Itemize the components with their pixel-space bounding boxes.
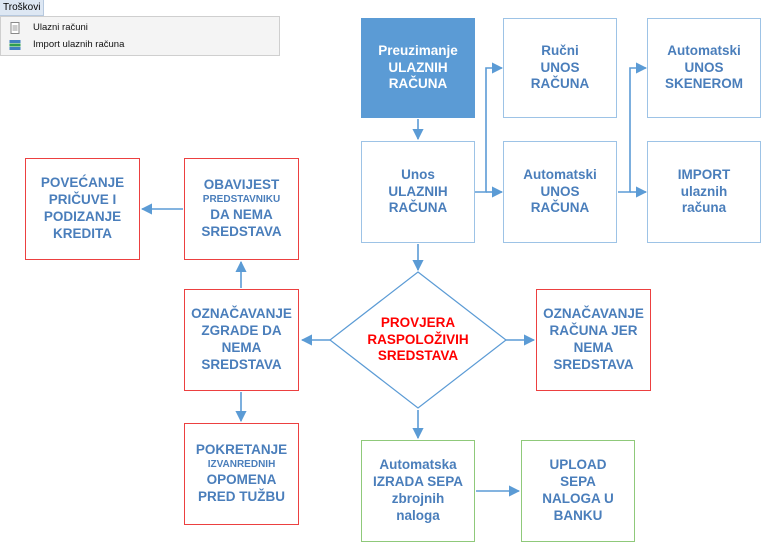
node-automatski-unos-racuna: Automatski UNOS RAČUNA (503, 141, 617, 243)
menu-item-import-ulaznih-racuna[interactable]: Import ulaznih računa (3, 37, 275, 53)
menu-panel: Ulazni računi Import ulaznih računa (0, 16, 280, 56)
import-icon (9, 40, 21, 50)
node-izrada-sepa: Automatska IZRADA SEPA zbrojnih naloga (361, 440, 475, 542)
node-automatski-unos-skenerom: Automatski UNOS SKENEROM (647, 18, 761, 118)
arrow-unos-rucni (474, 62, 504, 193)
menu-item-label: Ulazni računi (33, 22, 88, 33)
decision-diamond (329, 271, 507, 409)
decision-provjera-sredstava: PROVJERA RASPOLOŽIVIH SREDSTAVA (367, 314, 469, 364)
node-pokretanje-opomena: POKRETANJE IZVANREDNIH OPOMENA PRED TUŽB… (184, 423, 299, 525)
obavijest-line-3: DA NEMA SREDSTAVA (201, 206, 282, 239)
obavijest-line-2: PREDSTAVNIKU (202, 194, 281, 206)
pokretanje-line-1: POKRETANJE (195, 442, 288, 458)
pokretanje-line-3: OPOMENA PRED TUŽBU (198, 471, 285, 504)
node-obavijest-predstavniku: OBAVIJEST PREDSTAVNIKU DA NEMA SREDSTAVA (184, 158, 299, 260)
node-upload-sepa: UPLOAD SEPA NALOGA U BANKU (521, 440, 635, 542)
node-rucni-unos-racuna: Ručni UNOS RAČUNA (503, 18, 617, 118)
node-oznacavanje-racuna: OZNAČAVANJE RAČUNA JER NEMA SREDSTAVA (536, 289, 651, 391)
menu-title-troskovi[interactable]: Troškovi (0, 0, 44, 16)
node-preuzimanje-ulaznih-racuna: Preuzimanje ULAZNIH RAČUNA (361, 18, 475, 118)
node-import-ulaznih-racuna: IMPORT ulaznih računa (647, 141, 761, 243)
node-unos-ulaznih-racuna: Unos ULAZNIH RAČUNA (361, 141, 475, 243)
node-oznacavanje-zgrade: OZNAČAVANJE ZGRADE DA NEMA SREDSTAVA (184, 289, 299, 391)
obavijest-line-1: OBAVIJEST (203, 177, 280, 193)
node-povecanje-pricuve: POVEĆANJE PRIČUVE I PODIZANJE KREDITA (25, 158, 140, 260)
menu-item-label: Import ulaznih računa (33, 39, 125, 50)
pokretanje-line-2: IZVANREDNIH (207, 459, 276, 471)
document-icon (10, 22, 20, 34)
arrow-automatski-skener (618, 62, 648, 193)
menu-item-ulazni-racuni[interactable]: Ulazni računi (3, 20, 275, 36)
